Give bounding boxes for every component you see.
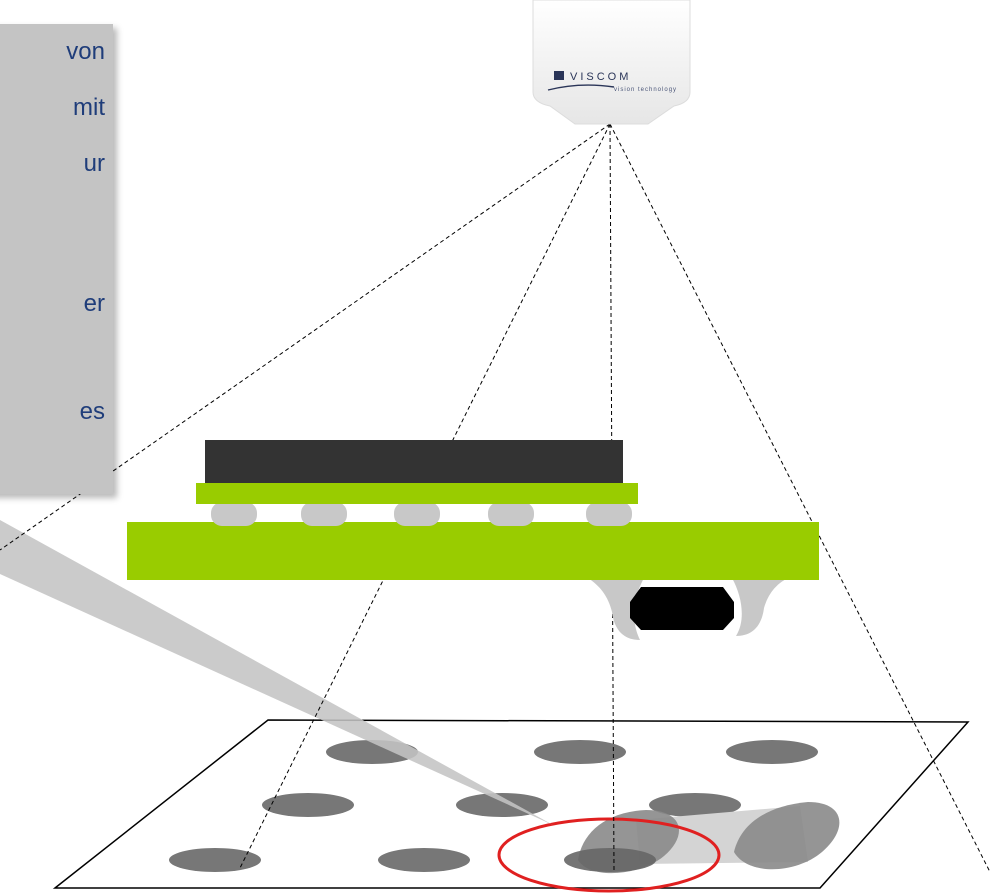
callout-line: er (83, 290, 105, 317)
ball-shadow (169, 848, 261, 872)
ball-shadow (649, 793, 741, 817)
ball-shadow (262, 793, 354, 817)
ball-shadow (534, 740, 626, 764)
callout-line: mit (73, 94, 105, 121)
ball-shadow-overlap (564, 848, 656, 872)
projected-ball-shadows (169, 740, 818, 872)
callout-line: es (79, 398, 105, 425)
bottom-chip (630, 587, 734, 630)
ball-shadow (456, 793, 548, 817)
defect-highlight-circle (497, 817, 721, 893)
ball-shadow (378, 848, 470, 872)
component-shadow (564, 802, 840, 874)
camera-brand: VISCOM (570, 71, 631, 83)
xray-camera: VISCOM vision technology (532, 0, 691, 125)
solder-ball (488, 502, 534, 526)
solder-fillet-right (732, 578, 788, 636)
camera-body (532, 0, 691, 125)
pcb-board (127, 522, 819, 580)
solder-ball (301, 502, 347, 526)
ball-shadow (726, 740, 818, 764)
bga-solder-balls (211, 502, 632, 526)
camera-tagline: vision technology (614, 87, 677, 93)
callout-line: von (66, 38, 105, 65)
beam-line-outer-left (0, 123, 611, 551)
logo-swoosh-icon (547, 84, 615, 91)
bga-package (205, 440, 623, 483)
solder-fillet-shadow-right (734, 802, 840, 870)
logo-square-icon (554, 71, 564, 80)
callout-text-box: von mit ur er es (0, 24, 113, 494)
solder-ball (394, 502, 440, 526)
callout-line: ur (83, 150, 105, 177)
callout-pointer (0, 520, 553, 825)
bga-substrate (196, 483, 638, 504)
solder-ball (586, 502, 632, 526)
solder-ball (211, 502, 257, 526)
solder-fillet-left (588, 578, 644, 640)
bottom-component (588, 578, 788, 640)
